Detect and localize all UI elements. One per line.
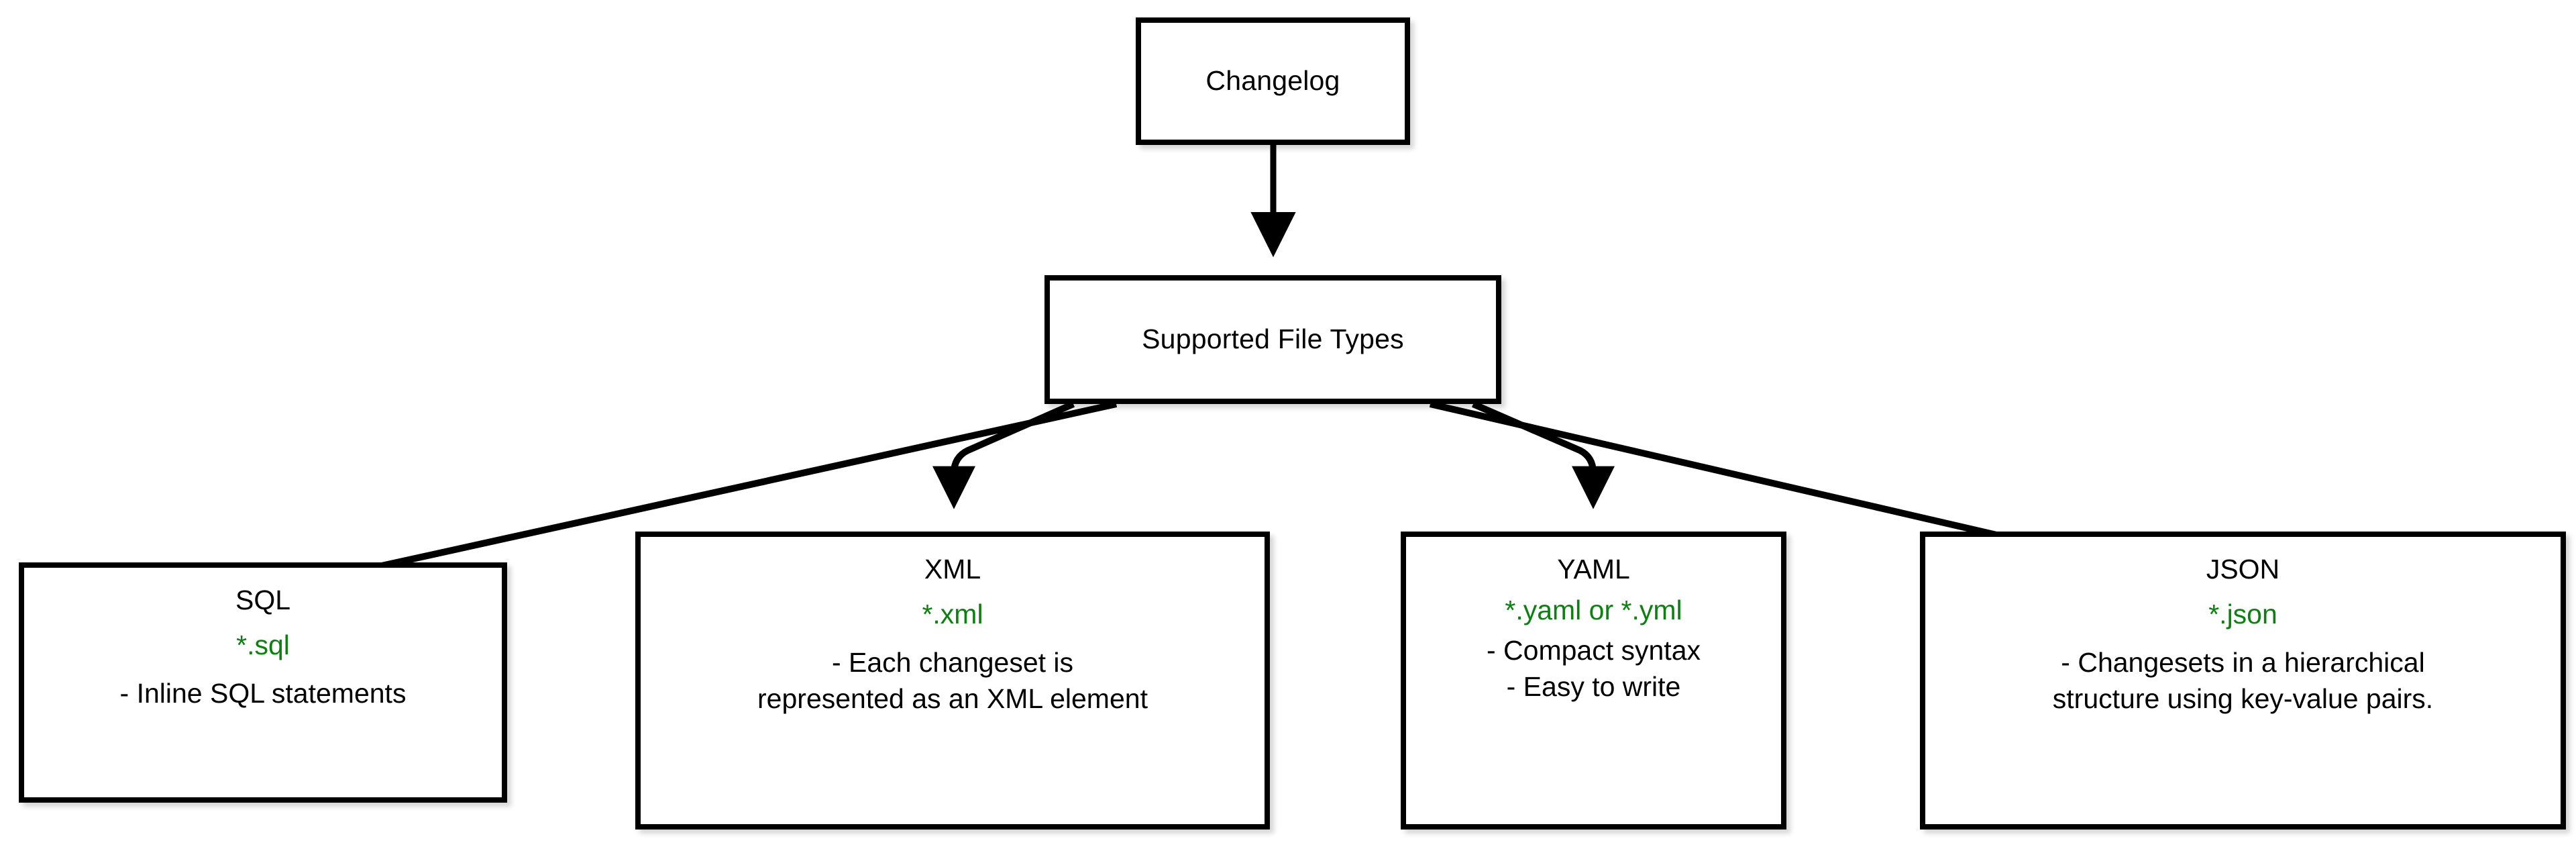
- node-yaml-title: YAML: [1557, 554, 1630, 585]
- node-xml-title: XML: [924, 554, 981, 585]
- node-sql-extension: *.sql: [236, 630, 290, 661]
- node-sql-bullets: - Inline SQL statements: [119, 678, 407, 709]
- node-xml[interactable]: XML *.xml - Each changeset is represente…: [635, 532, 1270, 830]
- node-xml-extension: *.xml: [922, 599, 983, 630]
- edge-supported-to-yaml: [1472, 401, 1615, 509]
- edge-supported-to-xml: [932, 401, 1075, 509]
- node-json[interactable]: JSON *.json - Changesets in a hierarchic…: [1920, 532, 2566, 830]
- node-changelog[interactable]: Changelog: [1136, 17, 1410, 145]
- node-sql[interactable]: SQL *.sql - Inline SQL statements: [19, 562, 507, 803]
- node-yaml[interactable]: YAML *.yaml or *.yml - Compact syntax - …: [1401, 532, 1786, 830]
- node-sql-title: SQL: [235, 585, 291, 615]
- node-changelog-label: Changelog: [1205, 65, 1340, 97]
- node-yaml-bullets: - Compact syntax - Easy to write: [1487, 635, 1701, 703]
- node-json-extension: *.json: [2208, 599, 2277, 630]
- node-yaml-extension: *.yaml or *.yml: [1505, 595, 1682, 626]
- node-supported-file-types[interactable]: Supported File Types: [1044, 275, 1501, 404]
- node-json-title: JSON: [2206, 554, 2280, 585]
- node-supported-file-types-label: Supported File Types: [1142, 323, 1404, 355]
- node-xml-bullets: - Each changeset is represented as an XM…: [757, 647, 1148, 715]
- node-json-bullets: - Changesets in a hierarchical structure…: [2052, 647, 2434, 715]
